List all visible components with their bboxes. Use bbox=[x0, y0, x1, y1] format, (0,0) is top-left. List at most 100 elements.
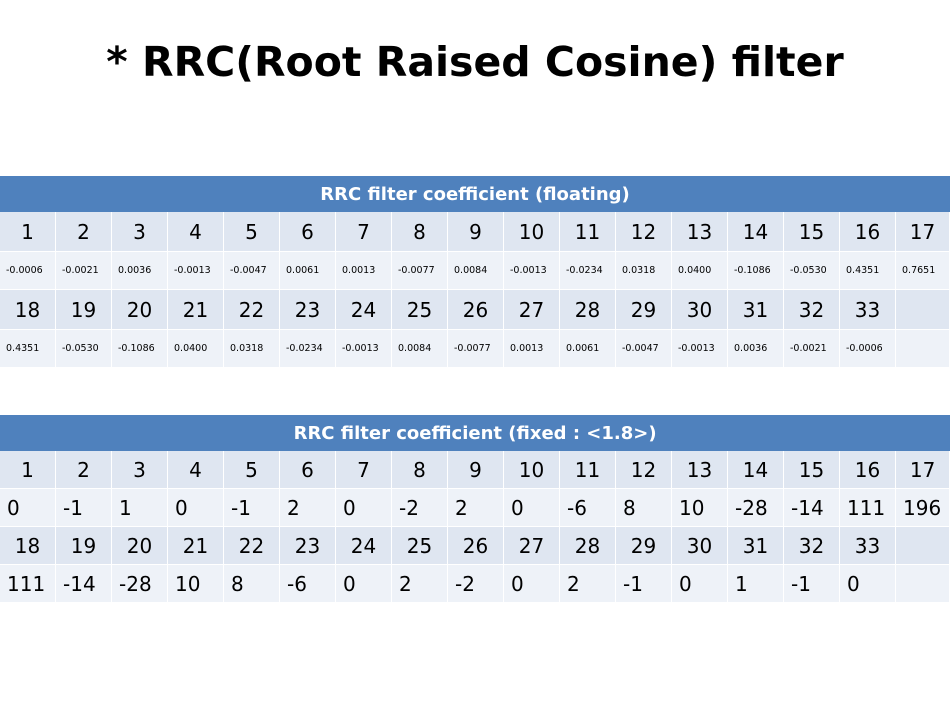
coefficient-value-cell: 0 bbox=[0, 489, 56, 527]
coefficient-value-cell: -0.0021 bbox=[56, 252, 112, 290]
coefficient-value-cell: 0 bbox=[336, 489, 392, 527]
coefficient-value-cell: 0 bbox=[840, 565, 896, 603]
coefficient-index-cell: 8 bbox=[392, 212, 448, 252]
coefficient-index-cell: 5 bbox=[224, 451, 280, 489]
coefficient-value-cell: -0.0530 bbox=[56, 330, 112, 368]
coefficient-value-cell: 0.0061 bbox=[560, 330, 616, 368]
coefficient-value-cell bbox=[896, 565, 950, 603]
coefficient-value-cell: 0 bbox=[672, 565, 728, 603]
coefficient-index-cell: 23 bbox=[280, 290, 336, 330]
coefficient-index-cell: 33 bbox=[840, 290, 896, 330]
coefficient-index-cell: 6 bbox=[280, 212, 336, 252]
coefficient-value-cell: 10 bbox=[672, 489, 728, 527]
coefficient-value-cell: 10 bbox=[168, 565, 224, 603]
coefficient-index-cell: 4 bbox=[168, 451, 224, 489]
coefficient-index-cell: 29 bbox=[616, 290, 672, 330]
coefficient-index-cell: 16 bbox=[840, 212, 896, 252]
coefficient-index-cell: 28 bbox=[560, 527, 616, 565]
coefficient-value-cell: -6 bbox=[560, 489, 616, 527]
coefficient-index-cell: 31 bbox=[728, 527, 784, 565]
coefficient-index-cell: 22 bbox=[224, 290, 280, 330]
coefficient-value-cell: -0.0047 bbox=[224, 252, 280, 290]
coefficient-index-cell: 25 bbox=[392, 290, 448, 330]
coefficient-value-cell: 111 bbox=[0, 565, 56, 603]
coefficient-value-cell: -14 bbox=[56, 565, 112, 603]
coefficient-value-cell: 0.7651 bbox=[896, 252, 950, 290]
coefficient-index-cell: 7 bbox=[336, 212, 392, 252]
coefficient-index-cell: 33 bbox=[840, 527, 896, 565]
coefficient-index-cell: 6 bbox=[280, 451, 336, 489]
floating-table-header: RRC filter coefficient (floating) bbox=[0, 176, 950, 212]
coefficient-value-cell: -14 bbox=[784, 489, 840, 527]
coefficient-value-cell: 0.0013 bbox=[504, 330, 560, 368]
coefficient-index-cell: 12 bbox=[616, 451, 672, 489]
coefficient-value-cell: -0.0077 bbox=[448, 330, 504, 368]
coefficient-value-cell: -0.0234 bbox=[280, 330, 336, 368]
coefficient-value-cell: -0.0013 bbox=[672, 330, 728, 368]
coefficient-value-cell: 0.0318 bbox=[616, 252, 672, 290]
coefficient-index-cell: 26 bbox=[448, 290, 504, 330]
coefficient-index-cell: 5 bbox=[224, 212, 280, 252]
coefficient-index-cell: 26 bbox=[448, 527, 504, 565]
coefficient-value-cell: 0.0400 bbox=[168, 330, 224, 368]
coefficient-index-cell: 15 bbox=[784, 212, 840, 252]
coefficient-value-cell: 2 bbox=[392, 565, 448, 603]
coefficient-index-cell: 11 bbox=[560, 212, 616, 252]
coefficient-index-cell: 1 bbox=[0, 212, 56, 252]
coefficient-value-cell: -0.0013 bbox=[504, 252, 560, 290]
coefficient-value-cell: 0.0318 bbox=[224, 330, 280, 368]
coefficient-index-cell: 28 bbox=[560, 290, 616, 330]
coefficient-value-cell: -1 bbox=[56, 489, 112, 527]
coefficient-index-cell: 32 bbox=[784, 290, 840, 330]
coefficient-value-cell: -28 bbox=[112, 565, 168, 603]
coefficient-index-cell: 19 bbox=[56, 527, 112, 565]
coefficient-index-cell: 10 bbox=[504, 212, 560, 252]
coefficient-value-cell: 0.0400 bbox=[672, 252, 728, 290]
coefficient-index-cell: 16 bbox=[840, 451, 896, 489]
coefficient-value-cell: -1 bbox=[224, 489, 280, 527]
coefficient-index-cell: 9 bbox=[448, 451, 504, 489]
coefficient-index-cell: 21 bbox=[168, 527, 224, 565]
coefficient-value-cell: 0 bbox=[336, 565, 392, 603]
coefficient-value-cell: 2 bbox=[280, 489, 336, 527]
coefficient-value-cell: 0.0036 bbox=[112, 252, 168, 290]
coefficient-value-cell: -0.0006 bbox=[0, 252, 56, 290]
coefficient-index-cell: 27 bbox=[504, 527, 560, 565]
coefficient-index-cell: 25 bbox=[392, 527, 448, 565]
coefficient-index-cell: 13 bbox=[672, 451, 728, 489]
coefficient-index-cell: 17 bbox=[896, 451, 950, 489]
coefficient-index-cell bbox=[896, 290, 950, 330]
coefficient-index-cell: 31 bbox=[728, 290, 784, 330]
coefficient-index-cell: 22 bbox=[224, 527, 280, 565]
coefficient-index-cell: 18 bbox=[0, 527, 56, 565]
coefficient-value-cell: -2 bbox=[448, 565, 504, 603]
coefficient-index-cell: 11 bbox=[560, 451, 616, 489]
page-title: * RRC(Root Raised Cosine) filter bbox=[106, 38, 844, 86]
coefficient-index-cell: 18 bbox=[0, 290, 56, 330]
coefficient-index-cell: 24 bbox=[336, 527, 392, 565]
coefficient-index-cell: 2 bbox=[56, 212, 112, 252]
coefficient-value-cell: 0.0013 bbox=[336, 252, 392, 290]
fixed-table-header: RRC filter coefficient (fixed : <1.8>) bbox=[0, 415, 950, 451]
coefficient-value-cell: -0.0013 bbox=[168, 252, 224, 290]
coefficient-index-cell: 23 bbox=[280, 527, 336, 565]
coefficient-value-cell: 0 bbox=[168, 489, 224, 527]
coefficient-index-cell: 3 bbox=[112, 212, 168, 252]
coefficient-value-cell: -28 bbox=[728, 489, 784, 527]
coefficient-value-cell: 1 bbox=[112, 489, 168, 527]
coefficient-index-cell: 30 bbox=[672, 290, 728, 330]
coefficient-value-cell: -0.0530 bbox=[784, 252, 840, 290]
coefficient-index-cell: 15 bbox=[784, 451, 840, 489]
coefficient-value-cell: -0.0234 bbox=[560, 252, 616, 290]
coefficient-value-cell: -1 bbox=[784, 565, 840, 603]
coefficient-index-cell bbox=[896, 527, 950, 565]
coefficient-index-cell: 14 bbox=[728, 212, 784, 252]
coefficient-index-cell: 7 bbox=[336, 451, 392, 489]
